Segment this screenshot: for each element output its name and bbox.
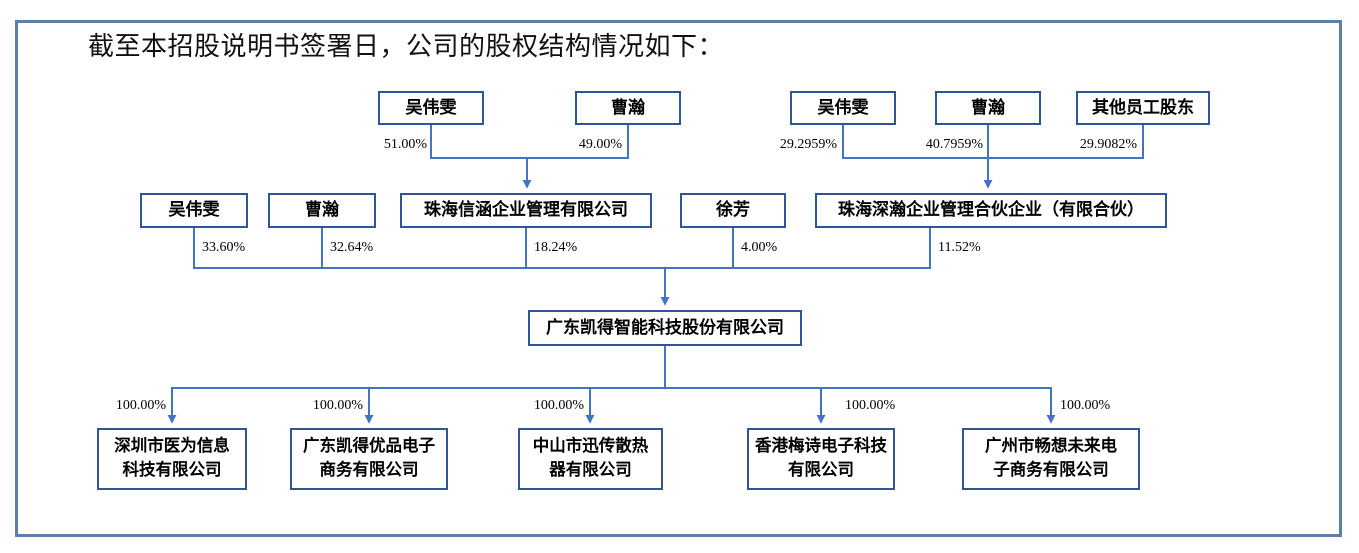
pct-top-left-caohan: 49.00% — [578, 137, 622, 152]
pct-top-right-wuweiwen: 29.2959% — [779, 137, 837, 152]
pct-other-employee-shareholders: 29.9082% — [1079, 137, 1137, 152]
pct-zhuhai-xinhan: 18.24% — [534, 240, 578, 255]
pct-subsidiary-3: 100.00% — [533, 398, 584, 413]
node-issuer-company: 广东凯得智能科技股份有限公司 — [528, 310, 802, 346]
page-title: 截至本招股说明书签署日，公司的股权结构情况如下： — [88, 32, 725, 61]
node-zhuhai-xinhan: 珠海信涵企业管理有限公司 — [400, 193, 652, 228]
node-shareholder-wuweiwen: 吴伟雯 — [140, 193, 248, 228]
node-top-right-wuweiwen: 吴伟雯 — [790, 91, 896, 125]
node-subsidiary-kaide-youpin: 广东凯得优品电子商务有限公司 — [290, 428, 448, 490]
node-other-employee-shareholders: 其他员工股东 — [1076, 91, 1210, 125]
node-shareholder-caohan: 曹瀚 — [268, 193, 376, 228]
pct-top-left-wuweiwen: 51.00% — [383, 137, 427, 152]
node-top-left-caohan: 曹瀚 — [575, 91, 681, 125]
pct-subsidiary-1: 100.00% — [115, 398, 166, 413]
node-top-left-wuweiwen: 吴伟雯 — [378, 91, 484, 125]
pct-zhuhai-shenhan: 11.52% — [938, 240, 981, 255]
node-zhuhai-shenhan: 珠海深瀚企业管理合伙企业（有限合伙） — [815, 193, 1167, 228]
pct-subsidiary-4: 100.00% — [845, 398, 896, 413]
node-xufang: 徐芳 — [680, 193, 786, 228]
node-top-right-caohan: 曹瀚 — [935, 91, 1041, 125]
node-subsidiary-shenzhen-yiwei: 深圳市医为信息科技有限公司 — [97, 428, 247, 490]
node-subsidiary-hongkong-meishi: 香港梅诗电子科技有限公司 — [747, 428, 895, 490]
pct-xufang: 4.00% — [741, 240, 778, 255]
pct-shareholder-caohan: 32.64% — [330, 240, 374, 255]
pct-top-right-caohan: 40.7959% — [925, 137, 983, 152]
pct-shareholder-wuweiwen: 33.60% — [202, 240, 246, 255]
node-subsidiary-zhongshan-xunchuan: 中山市迅传散热器有限公司 — [518, 428, 663, 490]
node-subsidiary-guangzhou-changxiang: 广州市畅想未来电子商务有限公司 — [962, 428, 1140, 490]
pct-subsidiary-5: 100.00% — [1060, 398, 1111, 413]
pct-subsidiary-2: 100.00% — [312, 398, 363, 413]
